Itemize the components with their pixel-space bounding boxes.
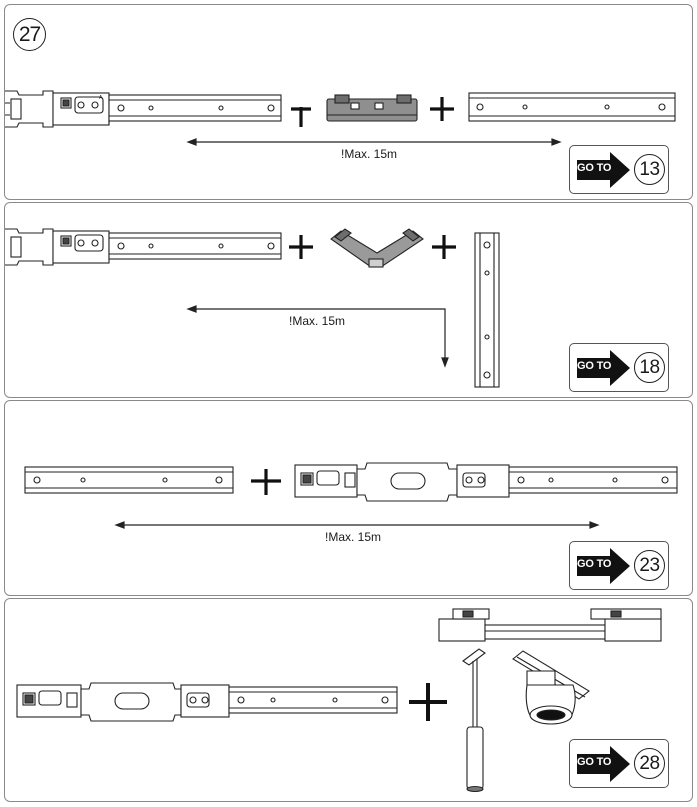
goto-step-number: 13 — [634, 154, 665, 185]
middle-feed-with-rail — [294, 462, 678, 502]
panel-straight-connector: 27 A — [4, 4, 693, 200]
goto-step-button[interactable]: GO TO 28 — [569, 739, 669, 788]
goto-arrow-icon — [577, 152, 630, 188]
goto-step-button[interactable]: GO TO 18 — [569, 343, 669, 392]
double-arrow-dimension-icon — [186, 305, 449, 368]
plus-icon — [251, 469, 281, 495]
plus-icon — [291, 107, 311, 127]
max-length-label: !Max. 15m — [289, 314, 346, 328]
panel-add-lights: GO TO 28 — [4, 598, 693, 802]
goto-arrow-icon — [577, 548, 630, 584]
goto-step-number: 28 — [634, 748, 665, 779]
goto-arrow-icon — [577, 746, 630, 782]
panel-4-drawing — [16, 608, 662, 793]
straight-connector-icon — [326, 94, 418, 122]
linear-light-icon — [438, 608, 662, 642]
plus-icon — [289, 235, 313, 259]
corner-connector-icon — [330, 228, 424, 268]
spot-light-icon — [512, 650, 590, 725]
power-feed-with-rail — [5, 228, 282, 266]
plus-icon — [432, 235, 456, 259]
double-arrow-dimension-icon — [114, 521, 600, 529]
max-length-label: !Max. 15m — [341, 147, 398, 161]
goto-label: GO TO — [577, 558, 612, 570]
goto-step-number: 18 — [634, 352, 665, 383]
rail-segment-vertical — [474, 232, 500, 388]
step-number: 27 — [13, 18, 46, 51]
panel-middle-feed: !Max. 15m GO TO 23 — [4, 400, 693, 596]
panel-3-drawing — [24, 462, 678, 529]
panel-corner-connector: !Max. 15m GO TO 18 — [4, 202, 693, 398]
goto-step-number: 23 — [634, 550, 665, 581]
panel-1-drawing: A — [5, 90, 676, 146]
power-feed-with-rail: A — [5, 90, 282, 128]
double-arrow-dimension-icon — [186, 138, 562, 146]
middle-feed-with-rail — [16, 682, 398, 722]
plus-icon — [430, 97, 454, 121]
goto-arrow-icon — [577, 350, 630, 386]
panel-2-drawing — [5, 228, 500, 388]
goto-label: GO TO — [577, 162, 612, 174]
goto-label: GO TO — [577, 756, 612, 768]
pendant-light-icon — [462, 648, 486, 793]
goto-label: GO TO — [577, 360, 612, 372]
max-length-label: !Max. 15m — [325, 530, 382, 544]
rail-segment — [24, 466, 234, 494]
rail-segment — [468, 92, 676, 122]
goto-step-button[interactable]: GO TO 13 — [569, 145, 669, 194]
svg-text:A: A — [99, 95, 103, 101]
plus-icon — [409, 683, 447, 721]
goto-step-button[interactable]: GO TO 23 — [569, 541, 669, 590]
